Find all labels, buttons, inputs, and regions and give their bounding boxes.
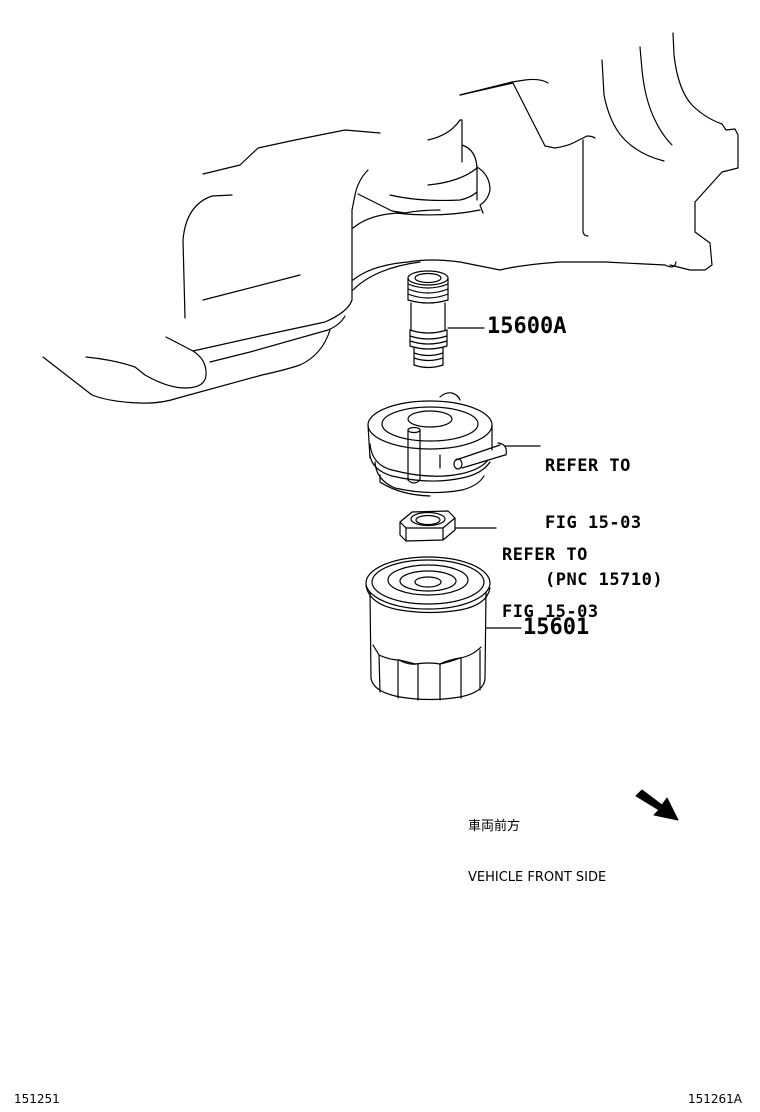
reference-line: FIG 15-03	[545, 513, 642, 533]
reference-line: REFER TO	[502, 545, 588, 565]
vehicle-front-label-jp: 車両前方	[468, 819, 521, 834]
reference-note-nut[interactable]: REFER TO FIG 15-03	[502, 508, 599, 641]
part-label-15601[interactable]: 15601	[523, 615, 590, 640]
illustration-code-left: 151251	[14, 1092, 60, 1106]
union-bolt-15600a	[407, 270, 449, 369]
part-label-15600a[interactable]: 15600A	[487, 314, 567, 339]
reference-line: REFER TO	[545, 456, 631, 476]
oil-cooler	[367, 392, 507, 497]
reference-line: (PNC 15710)	[545, 570, 664, 590]
vehicle-front-label-en: VEHICLE FRONT SIDE	[468, 870, 607, 885]
illustration-code-right: 151261A	[688, 1092, 743, 1106]
vehicle-front-label: 車両前方 VEHICLE FRONT SIDE	[468, 784, 606, 903]
reference-note-oil-cooler[interactable]: REFER TO FIG 15-03 (PNC 15710)	[545, 419, 663, 609]
arrow-down-right-icon	[635, 789, 679, 821]
engine-block-outline	[42, 32, 739, 404]
hex-nut	[399, 510, 456, 542]
reference-line: FIG 15-03	[502, 602, 599, 622]
oil-filter-15601	[365, 556, 491, 701]
